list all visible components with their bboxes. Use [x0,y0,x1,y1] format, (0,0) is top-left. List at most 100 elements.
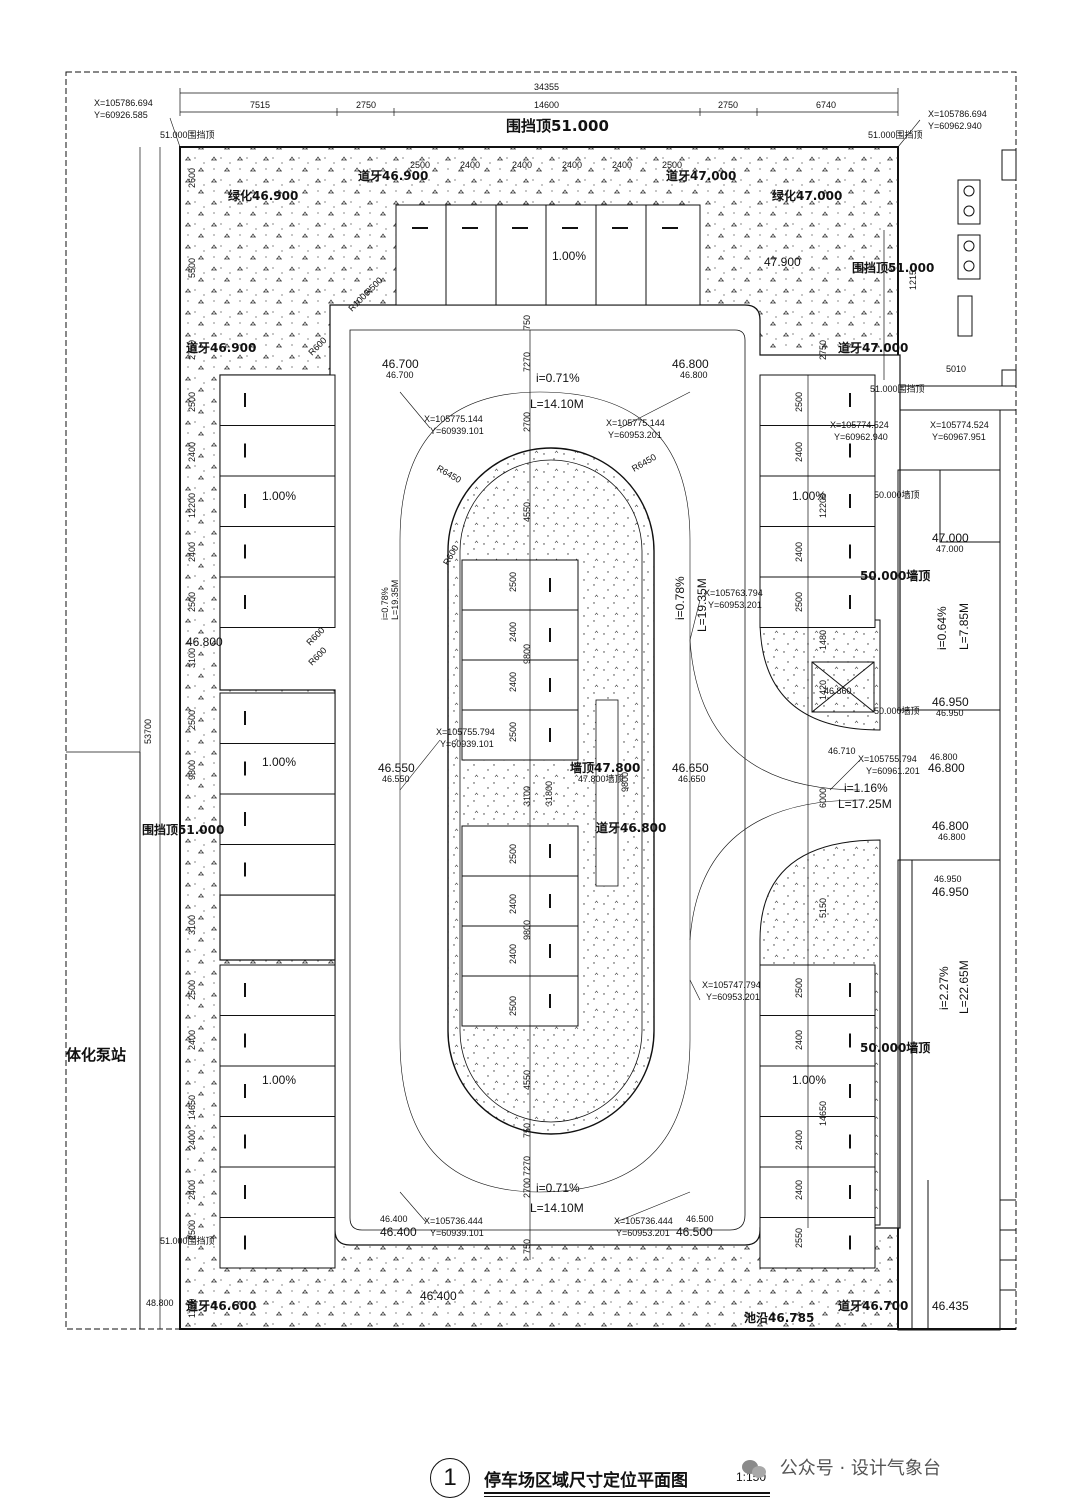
wall-label: 50.000墙顶 [874,489,920,500]
elevation-label: 46.700 [382,357,419,371]
dim-center: 9800 [522,920,532,940]
elevation-label: 46.800 [938,832,966,842]
elevation-label: 46.800 [672,357,709,371]
parking-stall [461,659,579,711]
coord-x: X=105774.524 [930,420,989,430]
dim-left: 2400 [187,1130,197,1150]
elevation-label: 46.550 [378,761,415,775]
dim-left: 2400 [187,442,197,462]
length-label: L=19.35M [390,580,400,620]
coord-x: X=105755.794 [858,754,917,764]
parking-stall [645,204,701,306]
parking-stall [461,975,579,1027]
elevation-label: 46.950 [936,708,964,718]
green-label: 绿化46.900 [228,188,298,203]
dim-right: 1480 [818,630,828,650]
elevation-label: 46.550 [382,774,410,784]
wall-label: 50.000墙顶 [860,1040,930,1055]
dim-left: 5500 [187,258,197,278]
dim-center: 7270 [522,352,532,372]
dim-right: 14650 [818,1101,828,1126]
elevation-label: 47.000 [936,544,964,554]
title-underline-thin [484,1496,770,1497]
slope-label: 1.00% [552,249,586,263]
parking-stall [495,204,547,306]
dim-stall-width: 2500 [662,160,682,170]
coord-x: X=105736.444 [614,1216,673,1226]
dim-center: 9800 [620,772,630,792]
dim-top: 7515 [250,100,270,110]
dim-center: 4550 [522,1070,532,1090]
curb-label: 道牙46.800 [596,820,666,835]
elevation-label: 46.800 [186,635,223,649]
dim-stall-width: 2400 [612,160,632,170]
dim-center: 750 [522,1123,532,1138]
coord-y: Y=60939.101 [430,426,484,436]
parking-stall [461,559,579,611]
parking-stall [759,475,876,527]
dim-center: 3100 [522,786,532,806]
elevation-label: 46.435 [932,1299,969,1313]
elevation-label: 46.650 [672,761,709,775]
elevation-label: 46.500 [676,1225,713,1239]
dim-left: 2750 [187,340,197,360]
parking-stall [759,1015,876,1067]
slope-label: 1.00% [262,755,296,769]
dim-top: 14600 [534,100,559,110]
parking-stall [219,844,336,896]
dim-left: 9800 [187,760,197,780]
dim-stall-width: 2400 [460,160,480,170]
parking-stall [219,793,336,845]
elevation-label: 46.700 [386,370,414,380]
dim-top: 6740 [816,100,836,110]
parking-stall [219,1065,336,1117]
coord-y: Y=60953.201 [708,600,762,610]
parking-stall [461,825,579,877]
dim-center: 9800 [522,644,532,664]
elevation-label: 46.400 [420,1289,457,1303]
parking-stall [759,526,876,578]
dim-top: 2750 [718,100,738,110]
parking-stall [445,204,497,306]
dim-right: 2400 [794,442,804,462]
coord-y: Y=60953.201 [608,430,662,440]
parking-stall [219,1015,336,1067]
right-dimension-labels: 2500240012200240025001480142060005150250… [794,270,966,1248]
dim-center: 2500 [508,996,518,1016]
coord-x: X=105747.794 [702,980,761,990]
dim-left: 2500 [187,980,197,1000]
slope-label: i=0.71% [536,1181,580,1195]
dim-center: 750 [522,1239,532,1254]
dim-center: 2500 [508,572,518,592]
parking-stall [759,374,876,426]
length-label: L=22.65M [957,960,971,1014]
coord-x: X=105755.794 [436,727,495,737]
dim-left: 12200 [187,493,197,518]
dim-center: 750 [522,315,532,330]
parking-stall [595,204,647,306]
dim-right: 2550 [794,1228,804,1248]
parking-stall [219,576,336,628]
drawing-number: 1 [430,1458,470,1498]
dim-right: 6000 [818,788,828,808]
parking-stall [759,1217,876,1269]
slope-label: 1.00% [262,1073,296,1087]
left-dimension-labels: 2600550027502500240012200240025003100250… [187,168,197,1318]
dim-left: 3100 [187,915,197,935]
coord-y: Y=60962.940 [834,432,888,442]
dim-left: 14650 [187,1095,197,1120]
title-underline [484,1492,770,1494]
length-label: L=14.10M [530,1201,584,1215]
parking-stall [219,1116,336,1168]
curb-label: 道牙46.700 [838,1298,908,1313]
elevation-label: 47.900 [764,255,801,269]
dim-right: 2500 [794,592,804,612]
parking-stall [759,576,876,628]
elevation-label: 46.800 [930,752,958,762]
length-label: L=17.25M [838,797,892,811]
parking-stall [219,425,336,477]
wall-label: 围挡顶51.000 [142,822,224,837]
dim-center: 2500 [508,844,518,864]
